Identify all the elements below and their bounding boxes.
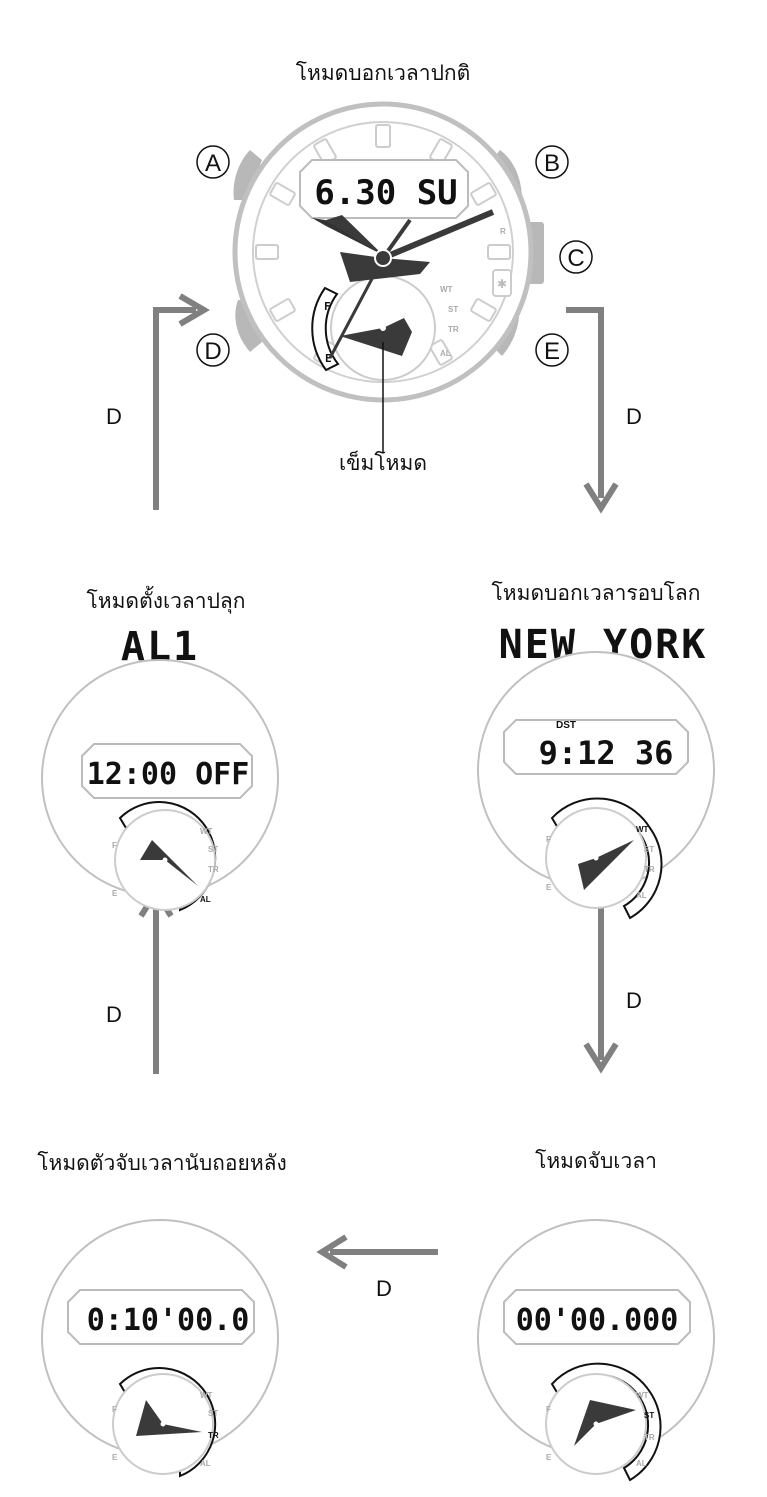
alarm-lcd-frame bbox=[81, 743, 253, 799]
main-watch-title: โหมดบอกเวลาปกติ bbox=[296, 61, 471, 85]
stopwatch-lcd-frame bbox=[503, 1289, 691, 1345]
alarm-mode: โหมดตั้งเวลาปลุก AL1 12:00 OFF F E WT ST… bbox=[41, 586, 279, 912]
timer-mode-hand bbox=[136, 1400, 202, 1436]
bluetooth-icon bbox=[492, 269, 512, 297]
stopwatch-mark-al: AL bbox=[636, 1459, 647, 1468]
label-c: C bbox=[567, 245, 584, 272]
second-hand bbox=[328, 257, 385, 359]
world-mode-hand bbox=[578, 840, 634, 890]
button-d[interactable] bbox=[235, 300, 262, 352]
label-d: D bbox=[204, 338, 221, 365]
timer-lcd-frame bbox=[67, 1289, 255, 1345]
alarm-mark-f: F bbox=[112, 841, 117, 850]
timer-lcd: 0:10'00.0 bbox=[87, 1303, 250, 1338]
mark-tr: TR bbox=[448, 325, 459, 334]
alarm-mark-tr: TR bbox=[208, 865, 219, 874]
stopwatch-title: โหมดจับเวลา bbox=[535, 1149, 657, 1173]
stopwatch-mark-tr: TR bbox=[644, 1433, 655, 1442]
alarm-mode-hand bbox=[140, 840, 198, 886]
timer-mark-al: AL bbox=[200, 1459, 211, 1468]
alarm-mark-wt: WT bbox=[200, 827, 213, 836]
arrow-label-d1: D bbox=[106, 404, 122, 429]
alarm-mark-al: AL bbox=[200, 895, 211, 904]
center-pin bbox=[374, 249, 392, 267]
mode-hand bbox=[340, 318, 412, 356]
hour-hand bbox=[320, 215, 383, 255]
arrow-label-d2: D bbox=[626, 404, 642, 429]
mark-r: R bbox=[500, 227, 506, 236]
stopwatch-mark-wt: WT bbox=[636, 1391, 649, 1400]
stopwatch-mark-st: ST bbox=[644, 1411, 654, 1420]
arrow-alarm-to-main bbox=[153, 307, 196, 510]
world-mark-e: E bbox=[546, 883, 552, 892]
timer-mark-e: E bbox=[112, 1453, 118, 1462]
subdial-selected-arc bbox=[311, 286, 340, 372]
mark-f: F bbox=[324, 300, 331, 313]
main-lcd-text: 6.30 SU bbox=[314, 173, 457, 213]
hour-index bbox=[255, 244, 279, 260]
label-b: B bbox=[544, 150, 560, 177]
button-labels: A B C D E bbox=[196, 145, 593, 367]
timer-mode: โหมดตัวจับเวลานับถอยหลัง 0:10'00.0 F E W… bbox=[37, 1151, 287, 1478]
mark-e: E bbox=[325, 352, 332, 365]
label-a: A bbox=[205, 150, 221, 177]
world-mark-wt: WT bbox=[636, 825, 649, 834]
hour-hand-tip bbox=[312, 218, 383, 255]
stopwatch-mode-hand bbox=[574, 1400, 636, 1446]
world-subdial: F E WT ST TR AL bbox=[545, 797, 663, 920]
mode-hand-pin bbox=[380, 325, 386, 331]
timer-subdial: F E WT ST TR AL bbox=[112, 1367, 219, 1478]
stopwatch-subdial: F E WT ST TR AL bbox=[545, 1362, 662, 1482]
mark-st: ST bbox=[448, 305, 458, 314]
mark-al: AL bbox=[440, 349, 451, 358]
hour-index bbox=[487, 244, 511, 260]
stopwatch-mark-f: F bbox=[546, 1405, 551, 1414]
button-a[interactable] bbox=[233, 150, 262, 200]
hand-label: เข็มโหมด bbox=[339, 449, 427, 475]
hour-index bbox=[470, 182, 497, 206]
arrow-label-d4: D bbox=[106, 1002, 122, 1027]
arrow-labels: D D D D D bbox=[106, 404, 642, 1301]
minute-hand bbox=[381, 209, 495, 261]
timer-mark-st: ST bbox=[208, 1409, 218, 1418]
mark-wt: WT bbox=[440, 285, 453, 294]
arrow-main-to-world bbox=[566, 307, 604, 498]
hour-index bbox=[429, 339, 453, 366]
world-lcd-frame bbox=[503, 719, 689, 775]
alarm-subdial: F E WT ST TR AL bbox=[112, 801, 219, 912]
alarm-mark-st: ST bbox=[208, 845, 218, 854]
world-mark-al: AL bbox=[636, 891, 647, 900]
hour-index bbox=[269, 182, 296, 206]
alarm-mark-e: E bbox=[112, 889, 118, 898]
bluetooth-glyph: ✱ bbox=[497, 277, 507, 291]
hour-hand-counter bbox=[340, 252, 430, 282]
hour-index bbox=[269, 298, 296, 322]
stopwatch-mode: โหมดจับเวลา 00'00.000 F E WT ST TR AL bbox=[477, 1149, 715, 1482]
hour-index bbox=[470, 298, 497, 322]
alarm-title: โหมดตั้งเวลาปลุก bbox=[86, 586, 245, 614]
timer-mark-tr: TR bbox=[208, 1431, 219, 1440]
alarm-lcd: 12:00 OFF bbox=[87, 757, 250, 792]
hour-index bbox=[375, 124, 391, 148]
arrow-label-d3: D bbox=[626, 988, 642, 1013]
timer-title: โหมดตัวจับเวลานับถอยหลัง bbox=[37, 1151, 287, 1175]
world-mark-tr: TR bbox=[644, 865, 655, 874]
timer-mark-wt: WT bbox=[200, 1391, 213, 1400]
world-mark-st: ST bbox=[644, 845, 654, 854]
stopwatch-mark-e: E bbox=[546, 1453, 552, 1462]
main-lcd-frame bbox=[299, 159, 469, 219]
label-e: E bbox=[544, 338, 560, 365]
world-lcd: 9:12 36 bbox=[539, 734, 674, 772]
world-mode: โหมดบอกเวลารอบโลก NEW YORK DST 9:12 36 F… bbox=[477, 581, 715, 920]
world-title: โหมดบอกเวลารอบโลก bbox=[492, 581, 701, 605]
world-dst-badge: DST bbox=[556, 720, 576, 731]
timer-mark-f: F bbox=[112, 1405, 117, 1414]
main-watch: โหมดบอกเวลาปกติ 6.30 SU WT ST TR AL R F … bbox=[196, 61, 593, 475]
stopwatch-lcd: 00'00.000 bbox=[516, 1303, 679, 1338]
world-mark-f: F bbox=[546, 835, 551, 844]
arrow-label-d5: D bbox=[376, 1276, 392, 1301]
